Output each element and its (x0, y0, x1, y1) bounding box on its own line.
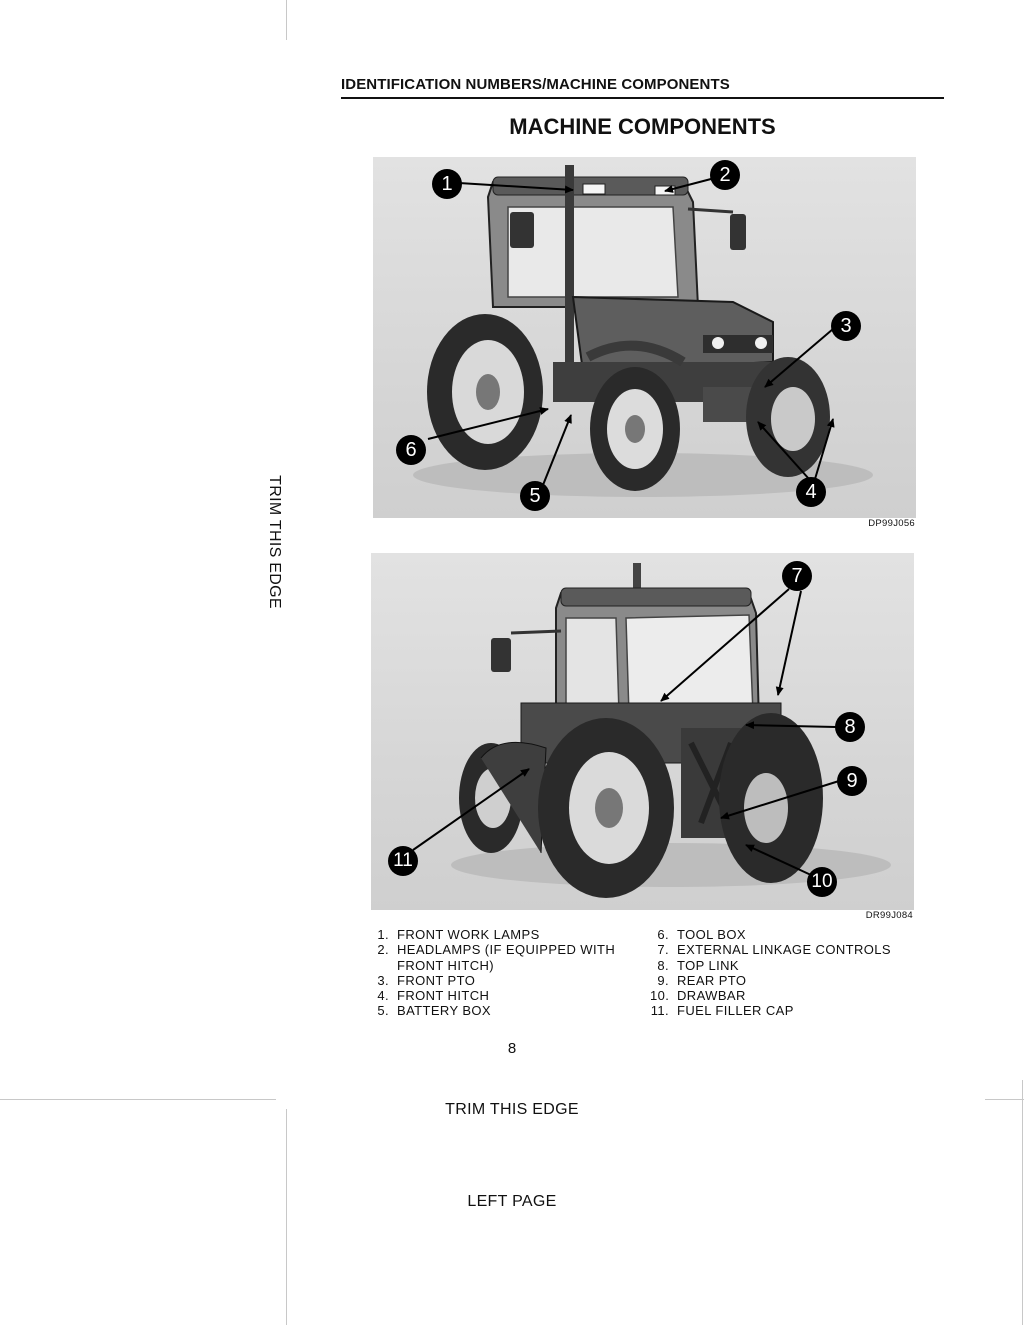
legend-num: 3. (377, 972, 389, 988)
legend-num: 2. (377, 942, 389, 958)
callout-10: 10 (807, 867, 837, 897)
legend-item: 6. TOOL BOX (650, 927, 930, 942)
legend-num: 7. (657, 942, 669, 958)
figure-2-code: DR99J084 (865, 910, 913, 921)
section-header: IDENTIFICATION NUMBERS/MACHINE COMPONENT… (341, 76, 944, 99)
legend-num: 6. (657, 927, 669, 942)
legend-text: FRONT HITCH (397, 988, 490, 1004)
legend-item: 10. DRAWBAR (650, 988, 930, 1003)
legend-text: TOOL BOX (677, 927, 746, 942)
figure-1-code: DP99J056 (868, 518, 915, 529)
callout-7: 7 (782, 561, 812, 591)
legend-item: 9. REAR PTO (650, 973, 930, 988)
page-number: 8 (507, 1040, 517, 1057)
legend-item: 8. TOP LINK (650, 958, 930, 973)
page-title: MACHINE COMPONENTS (509, 114, 776, 139)
crop-mark-bottom-vertical (286, 1109, 287, 1325)
callout-8: 8 (835, 712, 865, 742)
legend-num: 9. (657, 972, 669, 988)
legend-item: 2. HEADLAMPS (IF EQUIPPED WITH (370, 942, 640, 957)
legend-item: 3. FRONT PTO (370, 973, 640, 988)
legend-num: 11. (650, 1003, 669, 1019)
legend-num: 1. (377, 927, 389, 942)
front-tractor-illustration (413, 165, 873, 497)
page-side-label: LEFT PAGE (467, 1193, 557, 1210)
callout-9: 9 (837, 766, 867, 796)
legend-text: DRAWBAR (677, 988, 746, 1004)
crop-mark-bottom-right (985, 1099, 1024, 1100)
legend-item: 4. FRONT HITCH (370, 988, 640, 1003)
legend-text: TOP LINK (677, 957, 739, 973)
legend-item: FRONT HITCH) (370, 958, 640, 973)
legend-num: 5. (377, 1003, 389, 1019)
legend-num: 4. (377, 988, 389, 1004)
legend-text: FRONT WORK LAMPS (397, 927, 540, 942)
callout-6: 6 (396, 435, 426, 465)
callout-4: 4 (796, 477, 826, 507)
callout-1: 1 (432, 169, 462, 199)
legend-text: FRONT PTO (397, 972, 476, 988)
legend-left: 1. FRONT WORK LAMPS 2. HEADLAMPS (IF EQUIP… (370, 927, 640, 1019)
crop-mark-bottom-left (0, 1099, 276, 1100)
legend-text: BATTERY BOX (397, 1003, 491, 1019)
legend-item: 7. EXTERNAL LINKAGE CONTROLS (650, 942, 930, 957)
rear-tractor-illustration (412, 563, 891, 898)
callout-11: 11 (388, 846, 418, 876)
callout-3: 3 (831, 311, 861, 341)
legend-right: 6. TOOL BOX 7. EXTERNAL LINKAGE CONTROLS 8… (650, 927, 930, 1019)
side-trim-text: TRIM THIS EDGE (266, 475, 283, 609)
legend-num: 8. (657, 957, 669, 973)
bottom-trim-label: TRIM THIS EDGE (445, 1101, 579, 1118)
legend-item: 5. BATTERY BOX (370, 1003, 640, 1018)
legend-num: 10. (650, 988, 670, 1004)
legend-item: 11. FUEL FILLER CAP (650, 1003, 930, 1018)
legend-text: FRONT HITCH) (397, 957, 494, 973)
legend-text: HEADLAMPS (IF EQUIPPED WITH (397, 942, 616, 958)
crop-mark-right-vertical (1022, 1080, 1023, 1325)
legend-text: FUEL FILLER CAP (677, 1003, 794, 1019)
legend-text: EXTERNAL LINKAGE CONTROLS (677, 942, 891, 958)
legend-text: REAR PTO (677, 972, 747, 988)
front-tractor-photo: 1 2 3 4 5 6 (373, 157, 916, 518)
rear-tractor-photo: 7 8 9 10 11 (371, 553, 914, 910)
callout-5: 5 (520, 481, 550, 511)
legend-item: 1. FRONT WORK LAMPS (370, 927, 640, 942)
callout-2: 2 (710, 160, 740, 190)
crop-mark-top (286, 0, 287, 40)
